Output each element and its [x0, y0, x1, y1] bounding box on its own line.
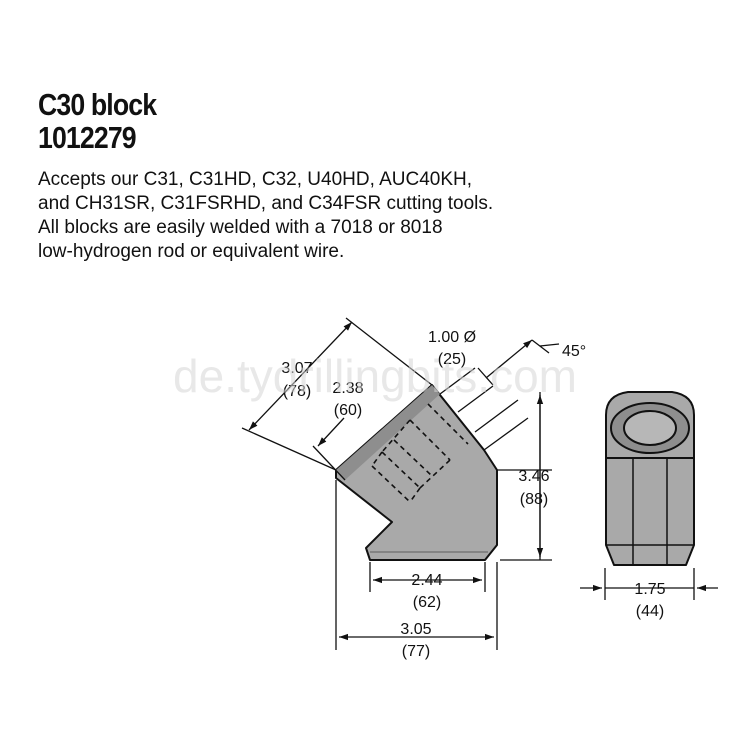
- dim-length-mm: (77): [402, 643, 430, 660]
- title-name: C30 block: [38, 87, 157, 122]
- dim-length-in: 3.05: [400, 621, 431, 638]
- dim-base-in: 2.44: [411, 572, 442, 589]
- dim-overall-diag-mm: (78): [283, 383, 311, 400]
- product-description: Accepts our C31, C31HD, C32, U40HD, AUC4…: [38, 168, 638, 264]
- dim-height-in: 3.46: [518, 468, 549, 485]
- dim-base-mm: (62): [413, 594, 441, 611]
- dim-inner-diag-in: 2.38: [332, 380, 363, 397]
- dim-inner-diag-mm: (60): [334, 402, 362, 419]
- block-face-shade: [336, 385, 440, 480]
- description-line: Accepts our C31, C31HD, C32, U40HD, AUC4…: [38, 169, 473, 190]
- dim-width-mm: (44): [636, 603, 664, 620]
- bore-hole: [623, 410, 677, 446]
- product-title: C30 block 1012279: [38, 87, 157, 155]
- dim-width-in: 1.75: [634, 581, 665, 598]
- dimension-lines: [241, 317, 718, 650]
- part-number: 1012279: [38, 120, 137, 155]
- watermark: de.tydrillingbits.com: [173, 350, 577, 402]
- description-line: All blocks are easily welded with a 7018…: [38, 217, 443, 238]
- dim-angle: 45°: [562, 343, 586, 360]
- dimension-labels: 3.07 (78) 2.38 (60) 1.00 Ø (25) 45° 3.46…: [281, 329, 665, 660]
- dim-height-mm: (88): [520, 491, 548, 508]
- description-line: low-hydrogen rod or equivalent wire.: [38, 241, 345, 262]
- dim-overall-diag-in: 3.07: [281, 360, 312, 377]
- dim-bore-in: 1.00 Ø: [428, 329, 476, 346]
- block-body: [335, 384, 498, 561]
- description-line: and CH31SR, C31FSRHD, and C34FSR cutting…: [38, 193, 494, 214]
- block-end-view: [605, 391, 695, 566]
- block-side-view: [335, 384, 498, 561]
- hidden-bore-lines: [371, 403, 469, 503]
- dim-bore-mm: (25): [438, 351, 466, 368]
